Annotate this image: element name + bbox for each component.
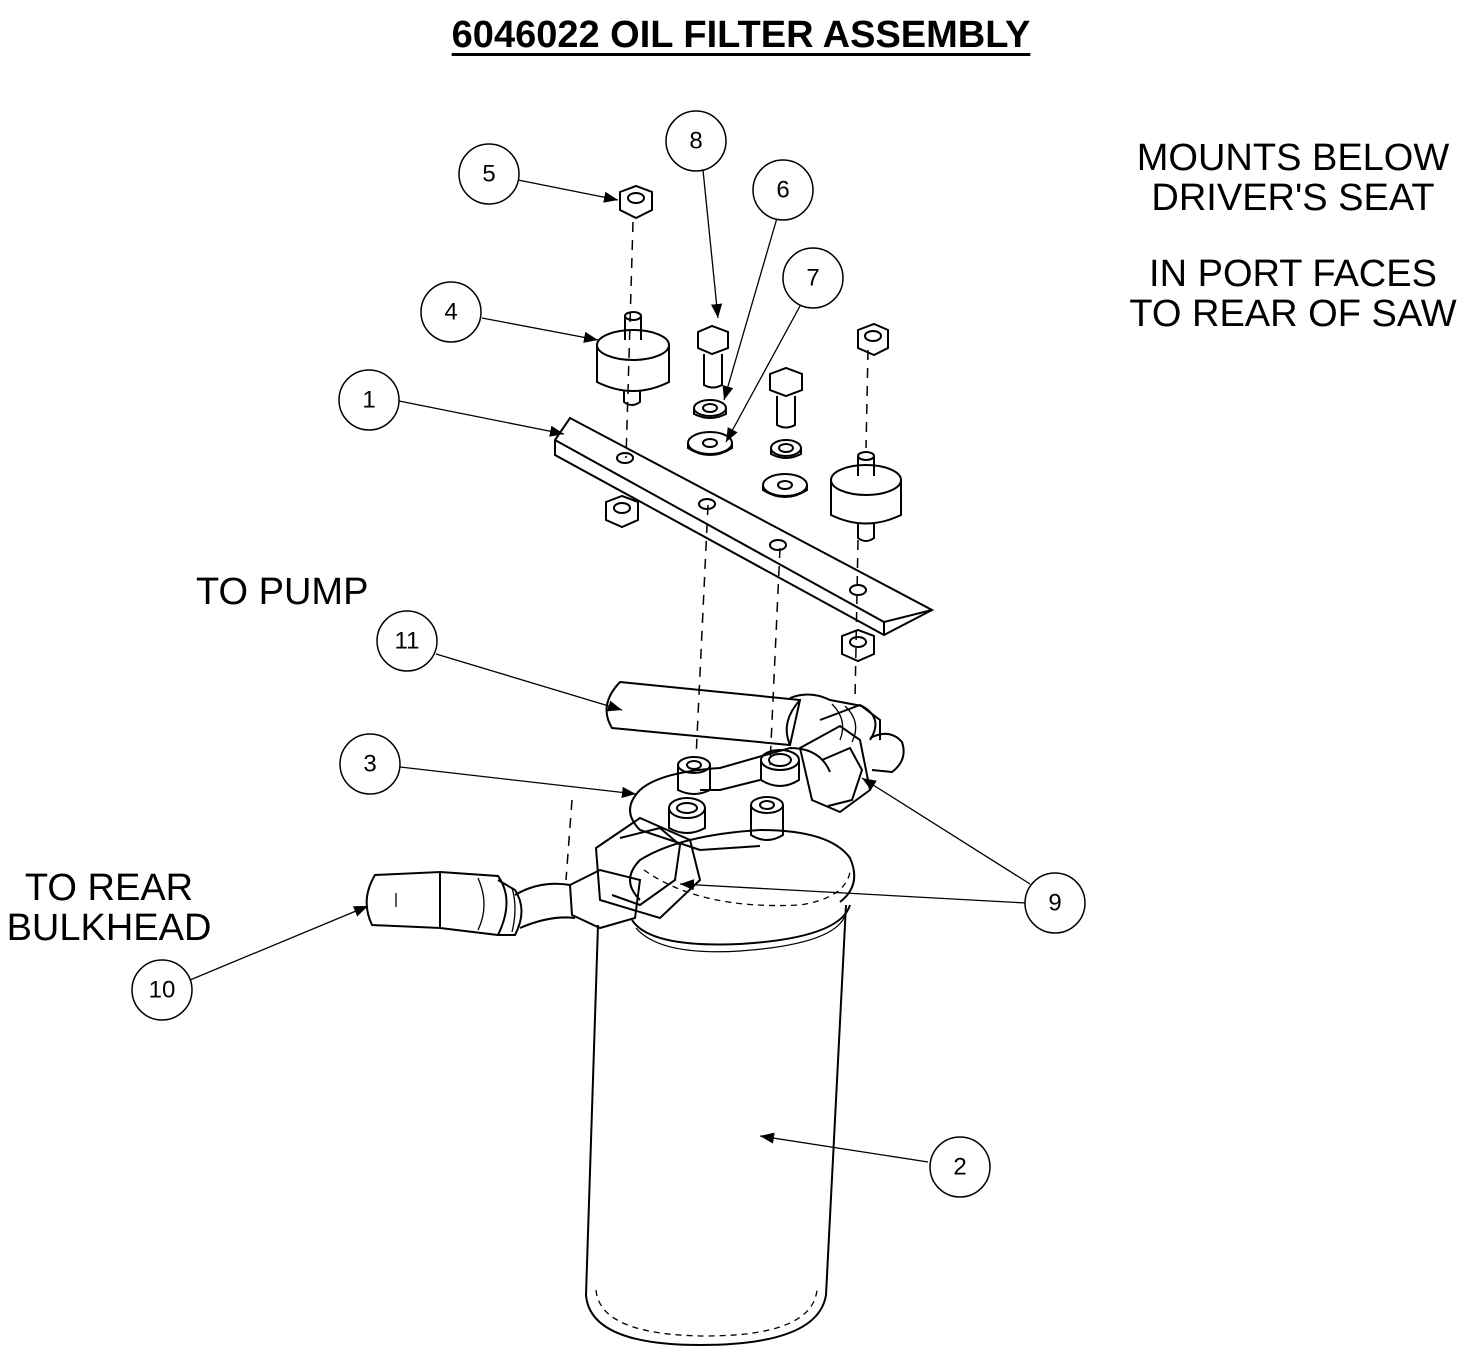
note-in-port: IN PORT FACES TO REAR OF SAW [1120,254,1466,334]
callout-5-label: 5 [482,161,495,188]
callout-10: 10 [131,959,193,1021]
callout-9: 9 [1024,872,1086,934]
callout-1: 1 [338,369,400,431]
callout-7-label: 7 [806,265,819,292]
callout-10-label: 10 [149,977,176,1004]
callout-3-label: 3 [363,751,376,778]
flat-washer-right [762,473,808,498]
callout-8: 8 [665,110,727,172]
hose-fittings [568,703,905,930]
note-mounts-line1: MOUNTS BELOW [1136,137,1450,179]
filter-head [629,746,856,907]
note-in-port-line2: TO REAR OF SAW [1129,293,1457,335]
callout-6: 6 [752,159,814,221]
note-in-port-line1: IN PORT FACES [1149,253,1437,295]
nut-under-plate-left [605,494,639,529]
callout-6-label: 6 [776,177,789,204]
callout-7: 7 [782,247,844,309]
filter-canister [584,904,851,1347]
lock-washer-right [770,439,802,459]
callout-3: 3 [339,733,401,795]
callout-4-label: 4 [444,299,457,326]
hose-pump [605,680,877,747]
note-to-pump: TO PUMP [196,571,369,613]
callout-1-label: 1 [362,387,375,414]
bolt-right [769,366,803,429]
callout-5: 5 [458,143,520,205]
callout-8-label: 8 [689,128,702,155]
nut-top-right [857,322,889,357]
callout-4: 4 [420,281,482,343]
lock-washer-left [693,399,727,419]
note-mounts-line2: DRIVER'S SEAT [1151,177,1435,219]
note-to-rear-line2: BULKHEAD [6,907,212,949]
isolator-mount-right [830,451,902,542]
leader-lines [189,169,1031,1163]
callout-2-label: 2 [953,1154,966,1181]
note-mounts: MOUNTS BELOW DRIVER'S SEAT [1120,138,1466,218]
note-to-rear-bulkhead: TO REAR BULKHEAD [0,868,218,948]
callout-9-label: 9 [1048,890,1061,917]
diagram-title: 6046022 OIL FILTER ASSEMBLY [451,14,1031,56]
nut-under-plate-right [841,628,875,663]
flat-washer-left [687,431,733,456]
bolt-left [697,324,729,389]
isolator-mount-left [596,311,670,406]
mounting-plate [554,416,935,637]
callout-11-label: 11 [395,628,420,655]
nut-top-left [619,184,653,220]
hose-rear-bulkhead [365,870,576,937]
note-to-rear-line1: TO REAR [24,867,194,909]
callout-2: 2 [929,1136,991,1198]
callout-11: 11 [376,610,438,672]
